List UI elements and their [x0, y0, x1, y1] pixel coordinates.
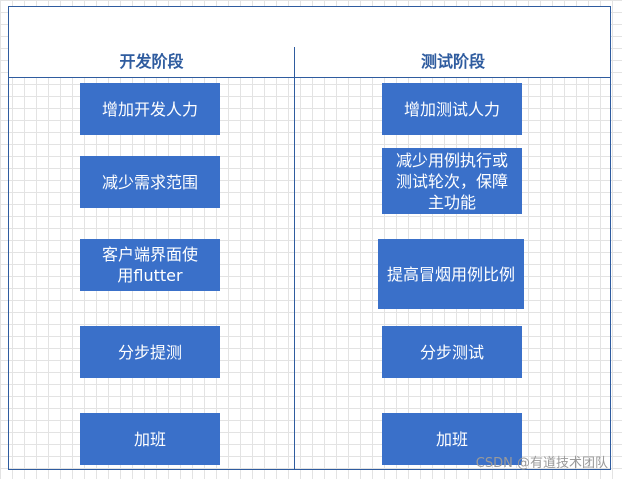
header-row: [9, 47, 610, 78]
table-frame: 开发阶段 测试阶段: [8, 6, 611, 470]
test-item-reduce-rounds: 减少用例执行或测试轮次，保障主功能: [382, 148, 522, 214]
watermark: CSDN @有道技术团队: [475, 456, 608, 471]
test-item-overtime: 加班: [382, 413, 522, 465]
column-divider: [294, 47, 295, 469]
dev-item-overtime: 加班: [80, 413, 220, 465]
test-item-smoke-ratio: 提高冒烟用例比例: [378, 239, 524, 309]
test-item-staged-testing: 分步测试: [382, 326, 522, 378]
header-dev-stage: 开发阶段: [119, 52, 184, 71]
title-row: [9, 7, 610, 48]
test-item-add-manpower: 增加测试人力: [382, 83, 522, 135]
dev-item-staged-delivery: 分步提测: [80, 326, 220, 378]
header-test-stage: 测试阶段: [420, 52, 485, 71]
dev-item-reduce-scope: 减少需求范围: [80, 156, 220, 208]
dev-item-flutter-client: 客户端界面使用flutter: [80, 239, 220, 291]
dev-item-add-manpower: 增加开发人力: [80, 83, 220, 135]
